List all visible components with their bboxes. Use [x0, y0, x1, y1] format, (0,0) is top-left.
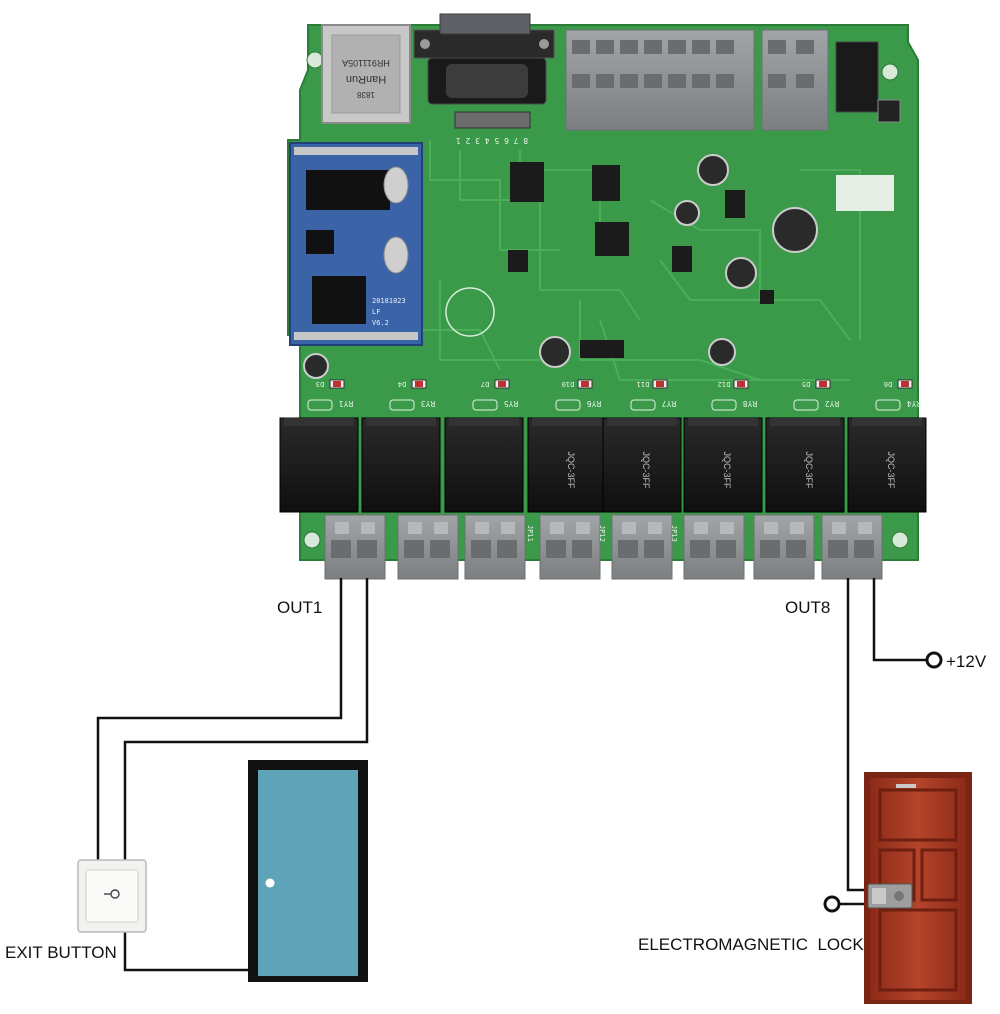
top-terminal-block	[565, 29, 829, 131]
output-terminal-block	[683, 514, 745, 580]
module-date: 20181023	[372, 297, 406, 305]
header-pin-labels: 8 7 6 5 4 3 2 1	[456, 136, 528, 145]
ethernet-jack: HR911105A HanRun 1838	[321, 24, 411, 124]
wire-out8-lock	[846, 578, 868, 892]
led-label: D11	[637, 380, 650, 388]
indicator-led	[411, 379, 427, 389]
indicator-led	[494, 379, 510, 389]
wires	[96, 578, 926, 972]
indicator-led	[733, 379, 749, 389]
pin-header	[454, 111, 531, 129]
mount-hole	[891, 531, 909, 549]
db9-connector	[413, 13, 555, 105]
relay	[279, 417, 359, 513]
ethernet-date: 1838	[357, 90, 375, 99]
key-icon	[104, 889, 120, 899]
indicator-led	[815, 379, 831, 389]
plus12v-label: +12V	[946, 652, 987, 671]
board-ics	[508, 162, 774, 358]
lock-terminal	[823, 895, 841, 913]
relay	[444, 417, 524, 513]
relay-marking: JQC-3FF	[886, 452, 896, 490]
reset-button	[877, 99, 901, 123]
wire-out8-12v	[872, 578, 926, 662]
wire-out1-b	[123, 578, 369, 860]
mount-hole	[306, 51, 324, 69]
relay-label: RY4	[907, 399, 922, 408]
relay-marking: JQC-3FF	[804, 452, 814, 490]
mount-hole	[881, 63, 899, 81]
relay-label-row: RY1 RY3 RY5 RY6 RY7 RY8 RY2 RY4	[307, 399, 922, 411]
relay-row: JQC-3FF JQC-3FF JQC-3FF JQC-3FF JQC-3FF	[279, 417, 927, 513]
output-terminal-row: JP11 JP12 JP13	[324, 514, 883, 580]
led-row: D3 D4 D7 D10 D11 D12 D5 D6	[316, 379, 913, 389]
wire-exit-to-door	[123, 930, 250, 972]
relay-label: RY7	[662, 399, 677, 408]
led-label: D10	[562, 380, 575, 388]
jumper-label: JP11	[526, 525, 534, 542]
relay: JQC-3FF	[847, 417, 927, 513]
relay-marking: JQC-3FF	[722, 452, 732, 490]
relay-label: RY3	[421, 399, 436, 408]
module-lf: LF	[372, 308, 380, 316]
out8-label: OUT8	[785, 598, 831, 617]
dc-power-jack	[835, 41, 879, 113]
exit-button-label: EXIT BUTTON	[5, 943, 117, 962]
indicator-led	[577, 379, 593, 389]
indicator-led	[652, 379, 668, 389]
relay: JQC-3FF	[602, 417, 682, 513]
output-terminal-block	[324, 514, 386, 580]
relay-label: RY6	[587, 399, 602, 408]
led-label: D12	[718, 380, 731, 388]
relay	[361, 417, 441, 513]
relay-label: RY8	[743, 399, 758, 408]
relay-label: RY1	[339, 399, 354, 408]
output-terminal-block	[753, 514, 815, 580]
indicator-led	[897, 379, 913, 389]
led-label: D4	[398, 380, 406, 388]
output-terminal-block	[821, 514, 883, 580]
relay-marking: JQC-3FF	[641, 452, 651, 490]
led-label: D6	[884, 380, 892, 388]
module-version: V6.2	[372, 319, 389, 327]
exit-button-device	[77, 859, 147, 933]
relay: JQC-3FF	[527, 417, 607, 513]
relay-label: RY2	[825, 399, 840, 408]
wire-out1-a	[96, 578, 343, 860]
electromagnetic-lock	[867, 883, 913, 909]
led-label: D3	[316, 380, 324, 388]
output-terminal-block	[464, 514, 526, 580]
buzzer-footprint	[445, 287, 495, 337]
relay-label: RY5	[504, 399, 519, 408]
out1-label: OUT1	[277, 598, 323, 617]
indicator-led	[329, 379, 345, 389]
output-terminal-block	[539, 514, 601, 580]
mcu-module: 20181023 LF V6.2	[289, 142, 423, 346]
ethernet-brand: HanRun	[346, 73, 386, 85]
controller-board: HR911105A HanRun 1838	[279, 13, 927, 580]
led-label: D7	[481, 380, 489, 388]
jumper-label: JP12	[598, 525, 606, 542]
output-terminal-block	[397, 514, 459, 580]
door-knob	[265, 878, 275, 888]
relay: JQC-3FF	[765, 417, 845, 513]
capacitors	[303, 154, 818, 379]
led-label: D5	[802, 380, 810, 388]
mount-hole	[303, 531, 321, 549]
output-terminal-block	[611, 514, 673, 580]
door-icon	[248, 760, 368, 982]
relay-marking: JQC-3FF	[566, 452, 576, 490]
relay: JQC-3FF	[683, 417, 763, 513]
ethernet-part-number: HR911105A	[342, 58, 390, 68]
lock-door	[864, 772, 972, 1004]
silk-label-area	[836, 175, 894, 211]
electromagnetic-lock-label: ELECTROMAGNETIC LOCK	[638, 935, 864, 954]
plus12v-terminal	[925, 651, 943, 669]
jumper-label: JP13	[670, 525, 678, 542]
